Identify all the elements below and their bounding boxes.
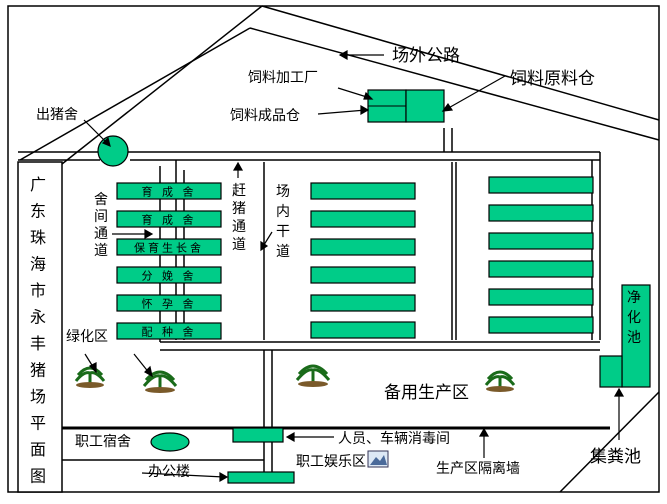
highway-inner-left <box>19 27 251 161</box>
tree-icon <box>142 370 178 393</box>
middle-barn <box>310 321 416 339</box>
vertical-char: 猪 <box>30 361 46 380</box>
raw-material-warehouse-building <box>405 89 445 123</box>
middle-barn <box>310 294 416 312</box>
vertical-char: 池 <box>627 330 641 346</box>
highway-inner-top <box>249 27 660 141</box>
vertical-char: 广 <box>30 175 46 194</box>
vertical-char: 场 <box>276 184 290 200</box>
tree-icon <box>74 366 106 388</box>
label-staff-dorm: 职工宿舍 <box>75 433 131 450</box>
vertical-char: 猪 <box>232 201 246 217</box>
vertical-char: 道 <box>94 243 108 259</box>
left-barn <box>116 294 222 312</box>
label-feed-factory: 饲料加工厂 <box>248 70 318 86</box>
label-manure-pool: 集粪池 <box>590 447 641 467</box>
vertical-char: 场 <box>30 387 46 406</box>
pig-out-house-circle <box>97 135 129 167</box>
vertical-char: 净 <box>627 290 641 306</box>
label-office-building: 办公楼 <box>148 464 190 480</box>
left-barn-label: 育 成 舍 <box>142 213 197 227</box>
right-barn <box>488 176 594 194</box>
left-barn-label: 怀 孕 舍 <box>142 297 197 311</box>
label-isolation-wall: 生产区隔离墙 <box>436 460 520 477</box>
vertical-char: 珠 <box>30 228 46 247</box>
purification-pool <box>621 284 651 388</box>
left-barn-label: 保育生长舍 <box>134 241 204 255</box>
vertical-char: 道 <box>232 237 246 253</box>
label-purification-pool: 净化池 <box>627 290 641 346</box>
tree-icon <box>484 370 516 392</box>
outer-border <box>7 5 660 493</box>
label-reserve-zone: 备用生产区 <box>384 383 469 403</box>
disinfection-room <box>232 427 284 443</box>
middle-barn <box>310 182 416 200</box>
label-raw-material-warehouse: 饲料原料仓 <box>510 69 595 89</box>
label-recreation-zone: 职工娱乐区 <box>296 454 366 470</box>
recreation-icon <box>367 450 389 468</box>
vertical-char: 赶 <box>232 183 246 199</box>
middle-barn <box>310 238 416 256</box>
vertical-char: 丰 <box>30 334 46 353</box>
left-barn <box>116 238 222 256</box>
right-barn <box>488 288 594 306</box>
office-building <box>227 471 295 484</box>
left-barn-label: 分 娩 舍 <box>142 269 197 283</box>
vertical-char: 平 <box>30 414 46 433</box>
left-barn <box>116 182 222 200</box>
right-barn-group <box>488 176 594 334</box>
vertical-char: 道 <box>276 244 290 260</box>
tree-icon <box>295 364 331 387</box>
label-finished-feed-warehouse: 饲料成品仓 <box>230 108 300 124</box>
middle-barn <box>310 266 416 284</box>
staff-dorm-ellipse <box>150 432 190 452</box>
left-barn <box>116 322 222 340</box>
left-barn-label: 配 种 舍 <box>142 325 197 339</box>
vertical-char: 图 <box>30 467 46 486</box>
left-barn <box>116 210 222 228</box>
left-barn <box>116 266 222 284</box>
vertical-char: 通 <box>94 226 108 242</box>
vertical-char: 化 <box>627 310 641 326</box>
right-barn <box>488 260 594 278</box>
right-barn <box>488 316 594 334</box>
right-barn <box>488 232 594 250</box>
vertical-char: 市 <box>30 281 46 300</box>
title-box <box>17 161 63 493</box>
right-barn <box>488 204 594 222</box>
middle-barn <box>310 210 416 228</box>
label-green-zone: 绿化区 <box>66 329 108 345</box>
label-outer-road: 场外公路 <box>392 46 460 66</box>
vertical-char: 间 <box>94 209 108 225</box>
middle-barn-group <box>310 182 416 339</box>
highway-edge-left <box>61 5 263 165</box>
left-barn-label: 育 成 舍 <box>142 185 197 199</box>
pointer-arrows <box>83 49 625 483</box>
vertical-char: 舍 <box>94 192 108 208</box>
manure-pool <box>599 355 623 388</box>
vertical-char: 干 <box>276 224 290 240</box>
vertical-char: 海 <box>30 255 46 274</box>
vertical-char: 通 <box>232 219 246 235</box>
label-pig-out-house: 出猪舍 <box>36 107 78 123</box>
drainage-edge <box>559 391 660 493</box>
label-disinfection-room: 人员、车辆消毒间 <box>338 430 450 447</box>
highway-edge-top <box>261 5 660 121</box>
vertical-char: 内 <box>276 204 290 220</box>
vertical-char: 面 <box>30 440 46 459</box>
vertical-char: 东 <box>30 202 46 221</box>
vertical-char: 永 <box>30 308 46 327</box>
